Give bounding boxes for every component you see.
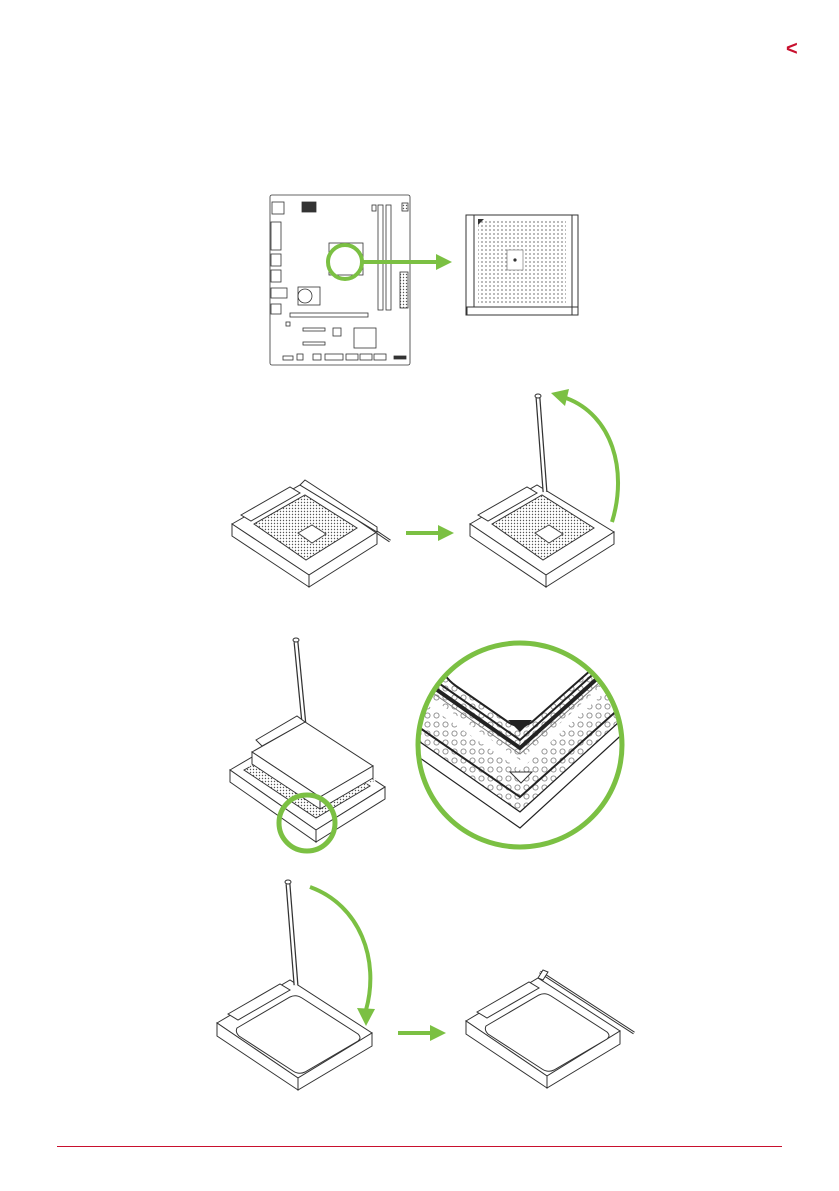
- footer-rule: [57, 1146, 782, 1147]
- step-3-align-triangle: [230, 632, 640, 900]
- socket-top-view: [466, 215, 578, 315]
- arrow-right-icon: [406, 525, 454, 541]
- step-4-lower-lever: [217, 880, 634, 1090]
- alignment-zoom-detail: [410, 632, 640, 900]
- socket-highlight-circle: [328, 245, 362, 279]
- step-2-lift-lever: [232, 389, 618, 587]
- step-1-locate-socket: [270, 195, 578, 365]
- arrow-right-icon: [362, 254, 452, 270]
- cpu-on-socket: [230, 638, 385, 842]
- socket-lever-open: [470, 394, 614, 587]
- socket-cpu-lever-closed: [466, 970, 634, 1088]
- arrow-right-icon: [398, 1025, 446, 1041]
- socket-lever-closed: [232, 480, 390, 587]
